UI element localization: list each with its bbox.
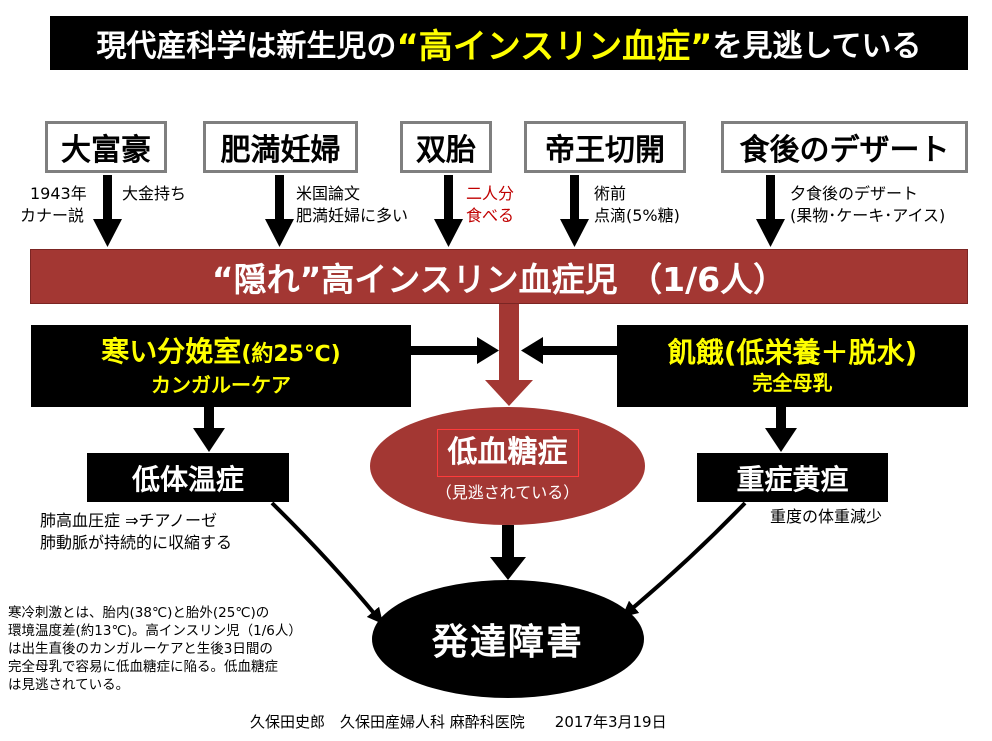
note-rich: 大金持ち (122, 184, 187, 203)
footer-credit: 久保田史郎 久保田産婦人科 麻酔科医院 2017年3月19日 (250, 713, 667, 731)
note-dessert: 夕食後のデザート (果物･ケーキ･アイス) (790, 184, 946, 225)
note-cesarean: 術前 点滴(5%糖) (594, 184, 680, 225)
starvation-box: 飢餓(低栄養＋脱水) 完全母乳 (617, 325, 968, 407)
page-title: 現代産科学は新生児の“高インスリン血症”を見逃している (50, 16, 968, 70)
box-down-arrows (193, 406, 797, 580)
developmental-disorder-ellipse: 発達障害 (372, 580, 644, 698)
hypoglycemia-label: 低血糖症 (436, 429, 579, 477)
hypothermia-to-outcome-arrow (270, 501, 384, 625)
main-to-hypoglycemia-arrow (485, 304, 533, 406)
cause-box-rich: 大富豪 (45, 121, 167, 173)
hypothermia-note: 肺高血圧症 ⇒チアノーゼ 肺動脈が持続的に収縮する (40, 511, 233, 552)
hypoglycemia-sub: （見逃されている） (435, 483, 580, 502)
jaundice-to-outcome-arrow (621, 501, 747, 618)
outcome-label: 発達障害 (431, 622, 584, 663)
jaundice-note: 重度の体重減少 (770, 507, 883, 526)
note-kanner-theory: 1943年 カナー説 (20, 184, 87, 225)
cause-box-dessert: 食後のデザート (721, 121, 968, 173)
hypothermia-box: 低体温症 (87, 453, 289, 502)
hypoglycemia-ellipse: 低血糖症 （見逃されている） (370, 407, 645, 525)
side-arrows (411, 337, 617, 364)
cause-box-obese-pregnancy: 肥満妊婦 (203, 121, 358, 173)
cold-delivery-room-box: 寒い分娩室(約25℃) カンガルーケア (31, 325, 411, 407)
cause-box-twins: 双胎 (400, 121, 492, 173)
hidden-hyperinsulinemia-bar: “隠れ”高インスリン血症児 （1/6人） (30, 249, 968, 304)
note-obese: 米国論文 肥満妊婦に多い (296, 184, 409, 225)
jaundice-box: 重症黄疸 (697, 453, 888, 502)
note-twins: 二人分 食べる (466, 184, 515, 225)
explanation-text: 寒冷刺激とは、胎内(38℃)と胎外(25℃)の 環境温度差(約13℃)。高インス… (8, 605, 302, 693)
cause-arrows (93, 175, 785, 247)
cause-box-cesarean: 帝王切開 (524, 121, 686, 173)
